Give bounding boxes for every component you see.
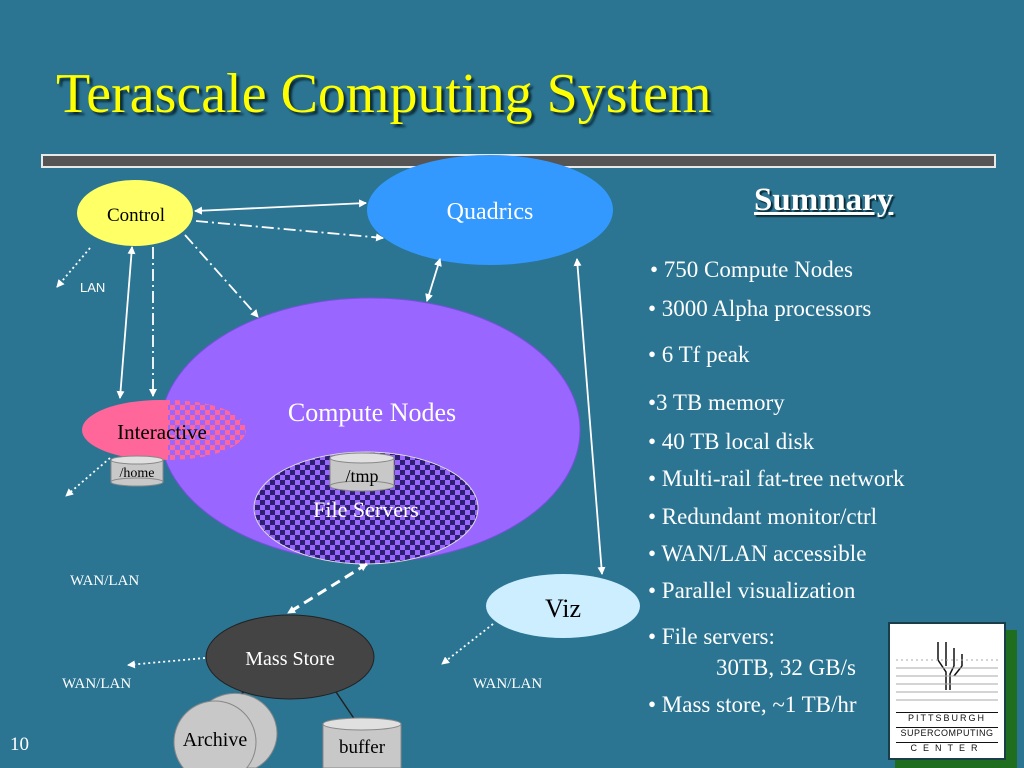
control-ellipse[interactable] — [77, 180, 193, 246]
summary-bullet: • 6 Tf peak — [648, 342, 750, 367]
buffer-disk-icon — [322, 717, 402, 768]
lan-label: LAN — [80, 280, 105, 295]
page-number: 10 — [10, 734, 29, 755]
summary-bullet: • Mass store, ~1 TB/hr — [648, 692, 857, 717]
file-servers-label: File Servers — [313, 497, 419, 522]
archive-tape-icon — [173, 692, 278, 768]
mass-store-link — [287, 562, 368, 615]
home-disk-label: /home — [120, 466, 155, 481]
viz-ellipse[interactable] — [486, 574, 640, 638]
summary-bullet: • File servers: — [648, 624, 775, 649]
logo-line-2: SUPERCOMPUTING — [896, 727, 998, 738]
tmp-disk-icon — [329, 452, 395, 492]
tmp-disk-label: /tmp — [345, 466, 378, 486]
logo-line-1: PITTSBURGH — [896, 712, 998, 723]
home-disk-icon — [110, 455, 164, 487]
viz-label: Viz — [545, 594, 581, 623]
mass-store-ellipse[interactable] — [205, 614, 375, 700]
summary-bullet: • 750 Compute Nodes — [650, 257, 853, 282]
archive-label: Archive — [183, 729, 248, 751]
wan-lan-left-label: WAN/LAN — [70, 573, 139, 589]
wan-lan-bottom-left-label: WAN/LAN — [62, 676, 131, 692]
connections — [56, 199, 606, 669]
wan-lan-bottom-right-label: WAN/LAN — [473, 676, 542, 692]
slide-title: Terascale Computing System — [56, 63, 712, 125]
psc-logo: PITTSBURGH SUPERCOMPUTING CENTER — [888, 622, 1006, 760]
summary-bullet: • Redundant monitor/ctrl — [648, 504, 878, 529]
quadrics-label: Quadrics — [447, 199, 534, 225]
summary-bullet: • 40 TB local disk — [648, 429, 815, 454]
quadrics-ellipse[interactable] — [367, 155, 613, 265]
logo-line-3: CENTER — [896, 742, 998, 753]
control-label: Control — [107, 205, 165, 226]
summary-bullet: •3 TB memory — [648, 390, 785, 415]
mass-store-label: Mass Store — [245, 648, 335, 670]
summary-bullet: • 3000 Alpha processors — [648, 296, 872, 321]
buffer-label: buffer — [339, 737, 386, 758]
summary-bullet: • WAN/LAN accessible — [648, 541, 867, 566]
summary-heading: Summary — [754, 182, 894, 218]
interactive-label: Interactive — [117, 420, 207, 444]
psc-logo-mark-icon — [896, 642, 998, 701]
summary-bullet: • Parallel visualization — [648, 578, 856, 603]
compute-nodes-label: Compute Nodes — [288, 398, 456, 427]
summary-bullet-continuation: 30TB, 32 GB/s — [716, 655, 856, 680]
summary-bullet: • Multi-rail fat-tree network — [648, 466, 905, 491]
